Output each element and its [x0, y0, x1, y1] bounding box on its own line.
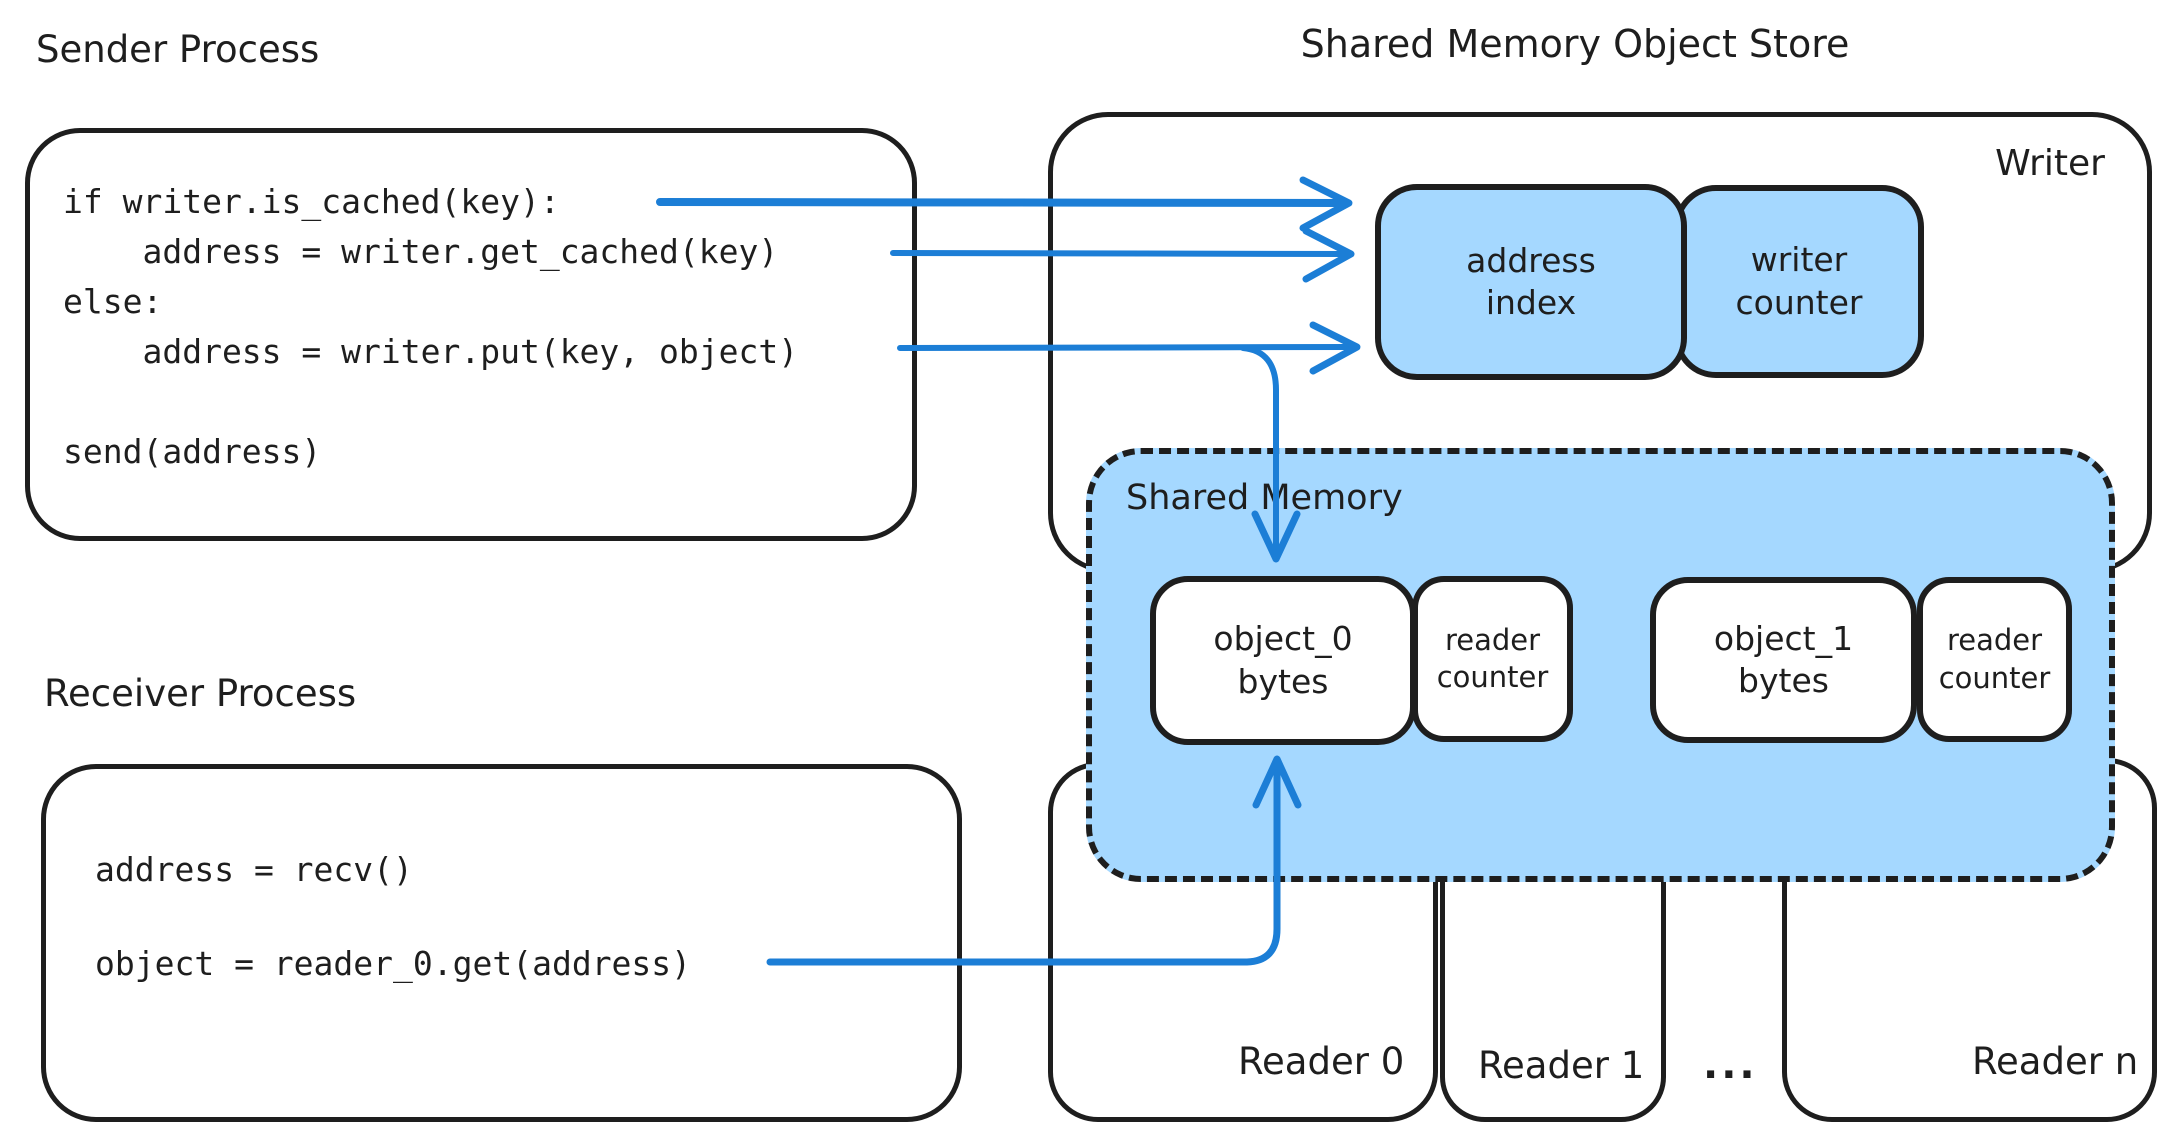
sender-code: if writer.is_cached(key): address = writ…: [63, 182, 799, 471]
reader0-label: Reader 0: [1238, 1040, 1405, 1083]
sender-process-title: Sender Process: [36, 28, 320, 71]
object0-box: object_0 bytes: [1150, 576, 1416, 745]
writer-label: Writer: [1995, 143, 2105, 184]
reader-counter-a-box: reader counter: [1412, 576, 1573, 742]
writer-counter-box: writer counter: [1674, 185, 1924, 378]
store-title: Shared Memory Object Store: [1300, 22, 1850, 66]
object1-box: object_1 bytes: [1650, 577, 1917, 743]
sender-code-box: [25, 128, 917, 541]
reader-counter-b-box: reader counter: [1917, 577, 2072, 742]
receiver-process-title: Receiver Process: [44, 672, 357, 715]
reader1-label: Reader 1: [1478, 1044, 1645, 1087]
shared-memory-label: Shared Memory: [1126, 478, 1403, 518]
receiver-code: address = recv() object = reader_0.get(a…: [95, 850, 692, 983]
readern-label: Reader n: [1972, 1040, 2139, 1083]
readers-ellipsis: ...: [1703, 1042, 1758, 1088]
address-index-box: address index: [1375, 184, 1687, 380]
